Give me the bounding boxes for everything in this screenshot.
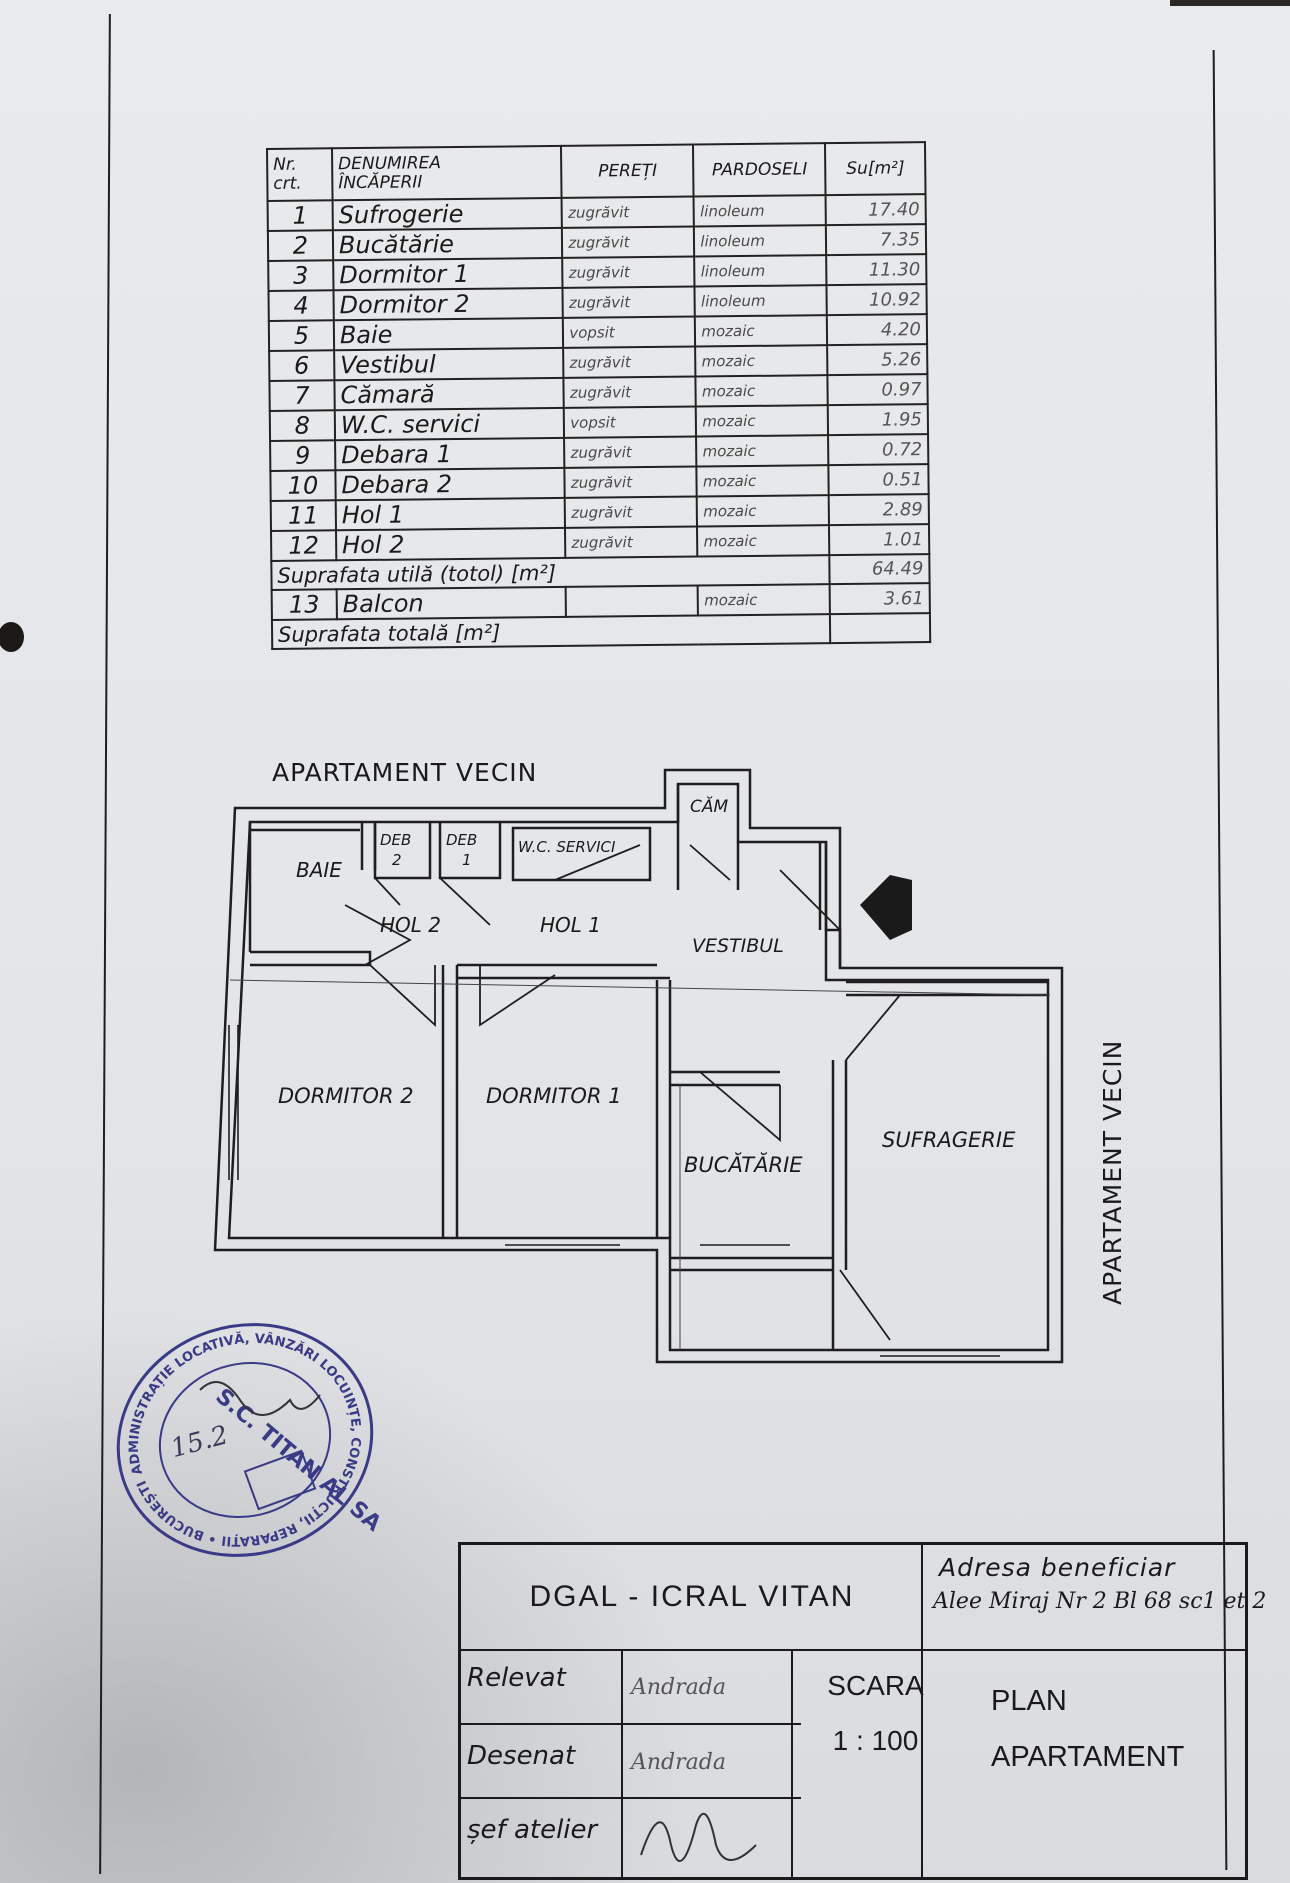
signature-sef-atelier-icon — [640, 1812, 757, 1862]
wall-bath — [248, 822, 377, 952]
background-edge — [1170, 0, 1290, 6]
wall-hall-bedroom1 — [457, 963, 670, 980]
wall-kitchen-top — [670, 1070, 780, 1087]
wall-hall-bedroom2 — [250, 950, 372, 967]
tb-divider-row1 — [461, 1723, 801, 1725]
signature-desenat: Andrada — [631, 1750, 726, 1775]
punch-hole — [0, 622, 24, 652]
room-label-hol2: HOL 2 — [380, 913, 441, 937]
construction-line — [229, 979, 1051, 1350]
room-label-deb1: DEB — [446, 831, 477, 849]
room-label-deb1-num: 1 — [462, 851, 472, 869]
door-dorm2 — [369, 964, 436, 1028]
door-wc — [554, 844, 641, 881]
room-label-sufragerie: SUFRAGERIE — [882, 1128, 1016, 1152]
signature-relevat: Andrada — [631, 1675, 726, 1700]
room-label-camara: CĂM — [690, 795, 728, 817]
photo-shadow — [0, 1300, 700, 1883]
organization-name: DGAL - ICRAL VITAN — [529, 1580, 855, 1613]
stamp-handwritten-number: 15.2 — [168, 1420, 232, 1464]
tb-divider-sigs — [791, 1649, 793, 1877]
row-label-sef-atelier: șef atelier — [467, 1815, 598, 1845]
wall-kitchen-living — [831, 1060, 848, 1350]
neighbor-label-top: APARTAMENT VECIN — [272, 758, 538, 787]
room-label-dormitor1: DORMITOR 1 — [486, 1084, 622, 1108]
stamp-ring-text: ADMINISTRAȚIE LOCATIVĂ, VÂNZĂRI LOCUINȚE… — [100, 1310, 390, 1570]
door-hol2 — [344, 904, 412, 966]
room-label-hol1: HOL 1 — [540, 913, 601, 937]
wall-camara — [676, 784, 822, 930]
tb-divider-row2 — [461, 1797, 801, 1799]
window-bedroom2 — [228, 1025, 239, 1180]
wall-vestibule — [824, 842, 842, 968]
row-label-relevat: Relevat — [467, 1663, 566, 1693]
row-label-desenat: Desenat — [467, 1741, 576, 1771]
drawing-title-line1: PLAN — [991, 1685, 1067, 1717]
inner-wall-line — [227, 782, 1050, 1352]
tb-divider-labels — [621, 1649, 623, 1877]
wall-balcony — [670, 1256, 833, 1272]
door-balcony — [839, 1269, 891, 1341]
door-vestibul — [779, 869, 841, 931]
address-value: Alee Miraj Nr 2 Bl 68 sc1 et 2 — [933, 1589, 1267, 1614]
room-label-dormitor2: DORMITOR 2 — [278, 1084, 414, 1108]
stamp-graphic: ADMINISTRAȚIE LOCATIVĂ, VÂNZĂRI LOCUINȚE… — [59, 1269, 392, 1588]
wall-deb1 — [438, 822, 502, 880]
door-camara — [689, 844, 731, 881]
door-kitchen — [699, 1071, 781, 1142]
stamp-building-icon — [243, 1449, 317, 1511]
tb-divider-main — [921, 1545, 923, 1877]
scale-label: SCARA — [827, 1670, 924, 1701]
door-deb1 — [439, 877, 491, 926]
room-label-baie: BAIE — [296, 858, 342, 882]
door-dorm1 — [479, 965, 556, 1027]
wall-deb2 — [373, 822, 432, 880]
wall-living-top — [846, 980, 1048, 997]
room-label-bucatarie: BUCĂTĂRIE — [684, 1152, 803, 1177]
address-label: Adresa beneficiar — [939, 1553, 1176, 1582]
wall-d2-d1 — [441, 965, 459, 1238]
title-block: DGAL - ICRAL VITAN Adresa beneficiar Ale… — [458, 1542, 1266, 1880]
room-label-wc: W.C. SERVICI — [518, 838, 616, 856]
room-label-vestibul: VESTIBUL — [692, 935, 784, 957]
door-deb2 — [374, 877, 401, 906]
company-stamp: ADMINISTRAȚIE LOCATIVĂ, VÂNZĂRI LOCUINȚE… — [59, 1269, 392, 1588]
tb-divider-top — [461, 1649, 1245, 1651]
outer-wall — [213, 768, 1064, 1364]
scale-value: 1 : 100 — [832, 1725, 919, 1756]
drawing-title-line2: APARTAMENT — [991, 1741, 1185, 1773]
wall-wc — [511, 826, 652, 882]
door-living — [845, 994, 901, 1061]
room-label-deb2-num: 2 — [392, 851, 402, 869]
wall-d1-kitchen — [655, 980, 672, 1238]
stamp-signature-icon — [199, 1381, 321, 1416]
stamp-company: S.C. TITAN AL SA — [211, 1384, 386, 1537]
entrance-arrow-icon — [860, 875, 912, 940]
room-label-deb2: DEB — [380, 831, 411, 849]
